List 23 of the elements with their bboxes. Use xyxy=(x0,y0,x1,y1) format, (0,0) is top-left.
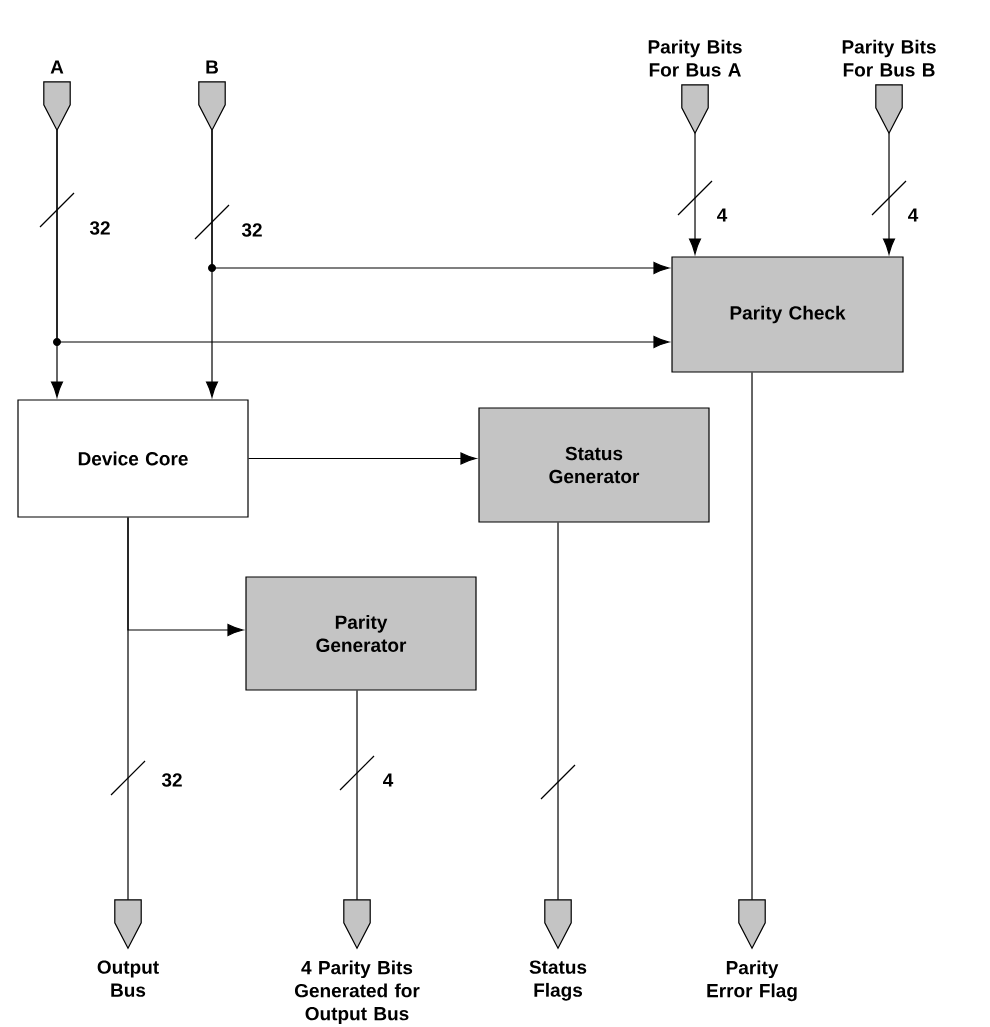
arrow xyxy=(688,132,702,255)
edge-label: 32 xyxy=(88,220,112,236)
pin-label: Parity Bits For Bus A xyxy=(648,39,742,77)
edge-label: 32 xyxy=(240,222,264,238)
pin-label: B xyxy=(206,60,218,74)
pin-label: Parity Bits For Bus B xyxy=(842,39,936,77)
block-box: Device Core xyxy=(17,399,249,518)
edge-label: 4 xyxy=(381,772,395,788)
pin-label: Output Bus xyxy=(97,960,159,997)
pin-label: A xyxy=(50,60,64,74)
arrow xyxy=(882,132,896,255)
arrow xyxy=(56,129,670,349)
edge-label: 4 xyxy=(715,207,729,223)
edge-label: 4 xyxy=(906,207,920,223)
pin-label: Status Flags xyxy=(529,960,587,1001)
block-box: Status Generator xyxy=(478,407,710,523)
block-box: Parity Generator xyxy=(245,576,477,691)
block-box: Parity Check xyxy=(671,256,904,373)
pin-label: 4 Parity Bits Generated for Output Bus xyxy=(294,960,420,1025)
pin-label: Parity Error Flag xyxy=(707,960,797,1002)
edge-label: 32 xyxy=(160,772,184,788)
arrow xyxy=(211,129,670,275)
arrow xyxy=(248,452,477,465)
